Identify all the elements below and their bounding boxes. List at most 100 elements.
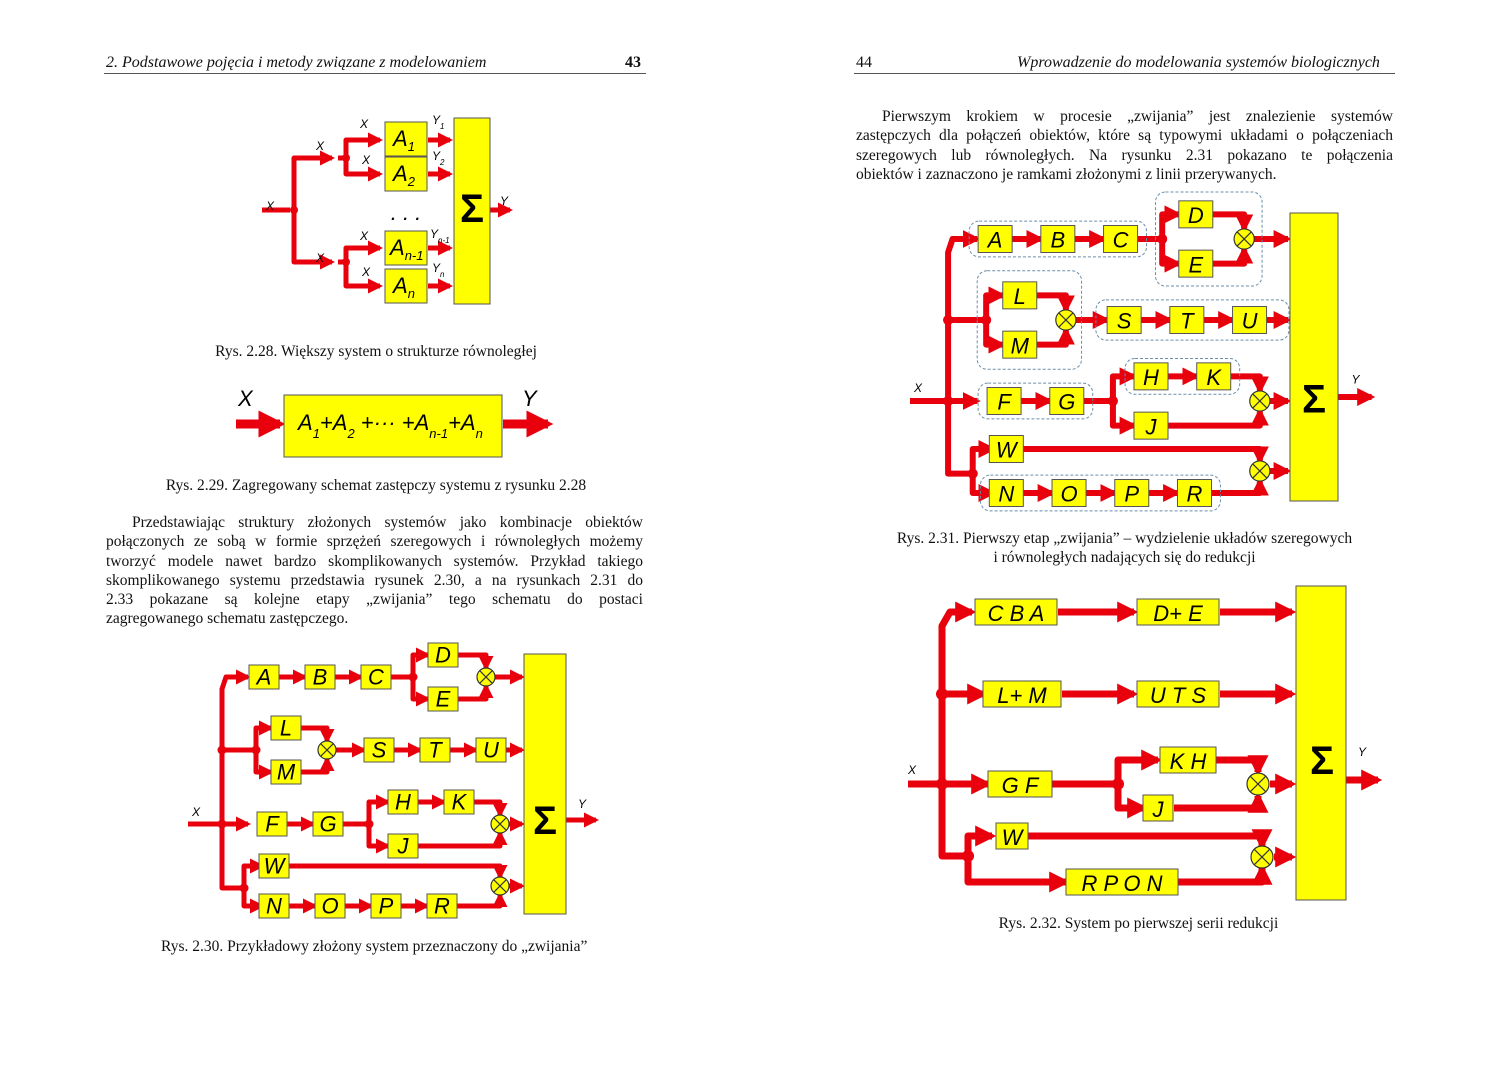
block-label-t: T <box>428 738 443 763</box>
block-label-w: W <box>264 854 287 879</box>
block-D <box>427 642 459 668</box>
left-header-title: 2. Podstawowe pojęcia i metody związane … <box>106 54 487 71</box>
block-UTS <box>1136 680 1220 708</box>
signal-wire <box>1114 784 1149 819</box>
paragraph-line: tworzyć modele nawet bardzo skomplikowan… <box>106 552 643 570</box>
block-label-u: U <box>1242 309 1258 334</box>
junction-node <box>364 819 374 829</box>
junction-node <box>217 819 227 829</box>
signal-wire <box>964 856 1071 893</box>
block-label-k: K <box>1206 365 1222 390</box>
signal-wire <box>253 720 274 750</box>
signal-wire <box>1159 239 1183 273</box>
signal-wire <box>219 669 251 824</box>
paragraph-line: Pierwszym krokiem w procesie „zwijania” … <box>882 108 1393 125</box>
signal-wire <box>1212 211 1254 233</box>
signal-wire <box>458 683 494 702</box>
block-U <box>475 737 507 763</box>
block-label-d: D <box>1188 203 1204 228</box>
output-y-label: Y2 <box>432 149 445 167</box>
signal-wire <box>938 784 968 860</box>
signal-wire <box>1036 292 1075 314</box>
block-R <box>426 893 458 919</box>
block-F <box>986 387 1022 415</box>
multiplier-cross <box>1249 775 1267 793</box>
junction-node <box>1112 778 1124 790</box>
right-page-number: 44 <box>856 54 872 71</box>
multiplier-cross <box>1253 848 1271 866</box>
signal-wire <box>969 473 997 502</box>
junction-node <box>936 688 948 700</box>
block-label-n: N <box>266 894 282 919</box>
block-E <box>1178 249 1214 278</box>
dashed-frame <box>1095 299 1290 341</box>
dashed-frame <box>968 220 1148 258</box>
block-C <box>1103 225 1139 253</box>
block-L <box>1002 281 1038 310</box>
multiplier-cross <box>1252 463 1268 479</box>
paragraph-line: 2.33 pokazane są kolejne etapy „zwijania… <box>106 591 643 609</box>
signal-wire <box>945 401 971 477</box>
block-N <box>258 893 290 919</box>
signal-wire <box>1178 863 1273 886</box>
block-A1 <box>384 121 428 157</box>
block-label-n: N <box>998 482 1014 507</box>
block-A <box>248 664 280 690</box>
block-G <box>1049 387 1085 415</box>
block-label-h: H <box>395 790 411 815</box>
signal-wire <box>410 677 431 707</box>
block-aggregate <box>283 394 503 458</box>
block-label-kh: K H <box>1170 749 1207 774</box>
block-N <box>988 479 1024 507</box>
block-J <box>387 833 419 859</box>
signal-wire <box>291 210 335 270</box>
fig-2-31-caption-line-2: i równoległych nadających się do redukcj… <box>993 549 1256 566</box>
block-label-an: An <box>391 273 415 301</box>
block-L+M <box>982 680 1062 708</box>
block-M <box>1002 330 1038 359</box>
junction-node <box>1157 233 1168 245</box>
block-A <box>977 225 1013 253</box>
block-label-a: A <box>255 665 272 690</box>
signal-wire <box>219 824 242 891</box>
output-y-label: Y <box>500 194 509 208</box>
block-B <box>1040 225 1076 253</box>
junction-node <box>1107 395 1118 407</box>
block-A2 <box>384 156 428 192</box>
left-paragraph: Przedstawiając struktury złożonych syste… <box>106 513 643 629</box>
block-label-g: G <box>319 812 336 837</box>
signal-wire <box>343 262 383 294</box>
block-label-m: M <box>1011 333 1030 358</box>
junction-node <box>290 206 298 214</box>
block-An <box>384 268 428 304</box>
left-header-rule <box>104 73 646 74</box>
signal-wire <box>1216 755 1269 777</box>
junction-node <box>967 468 978 479</box>
signal-wire <box>983 286 1007 320</box>
dashed-frame <box>977 382 1094 420</box>
fig-2-30-caption: Rys. 2.30. Przykładowy złożony system pr… <box>161 938 588 955</box>
ellipsis: . . . <box>391 200 422 225</box>
block-label-an-1: An-1 <box>388 235 423 263</box>
signal-wire <box>291 150 335 210</box>
left-page-number: 43 <box>625 54 641 71</box>
block-label-a: A <box>986 228 1003 253</box>
junction-node <box>239 883 249 893</box>
block-W <box>258 853 290 879</box>
block-K <box>443 789 475 815</box>
block-H <box>1133 362 1169 391</box>
input-x-label: X <box>359 229 369 243</box>
block-J <box>1133 411 1169 440</box>
output-y-label: Y <box>1351 373 1360 387</box>
block-label-o: O <box>1060 482 1077 507</box>
block-label-p: P <box>379 894 394 919</box>
signal-wire <box>410 647 431 677</box>
block-D <box>1178 200 1214 229</box>
signal-wire <box>1230 373 1269 395</box>
input-x-label: X <box>237 386 254 411</box>
right-paragraph: Pierwszym krokiem w procesie „zwijania” … <box>856 107 1393 184</box>
junction-node <box>936 778 948 790</box>
block-C <box>360 664 392 690</box>
signal-wire <box>458 652 494 671</box>
